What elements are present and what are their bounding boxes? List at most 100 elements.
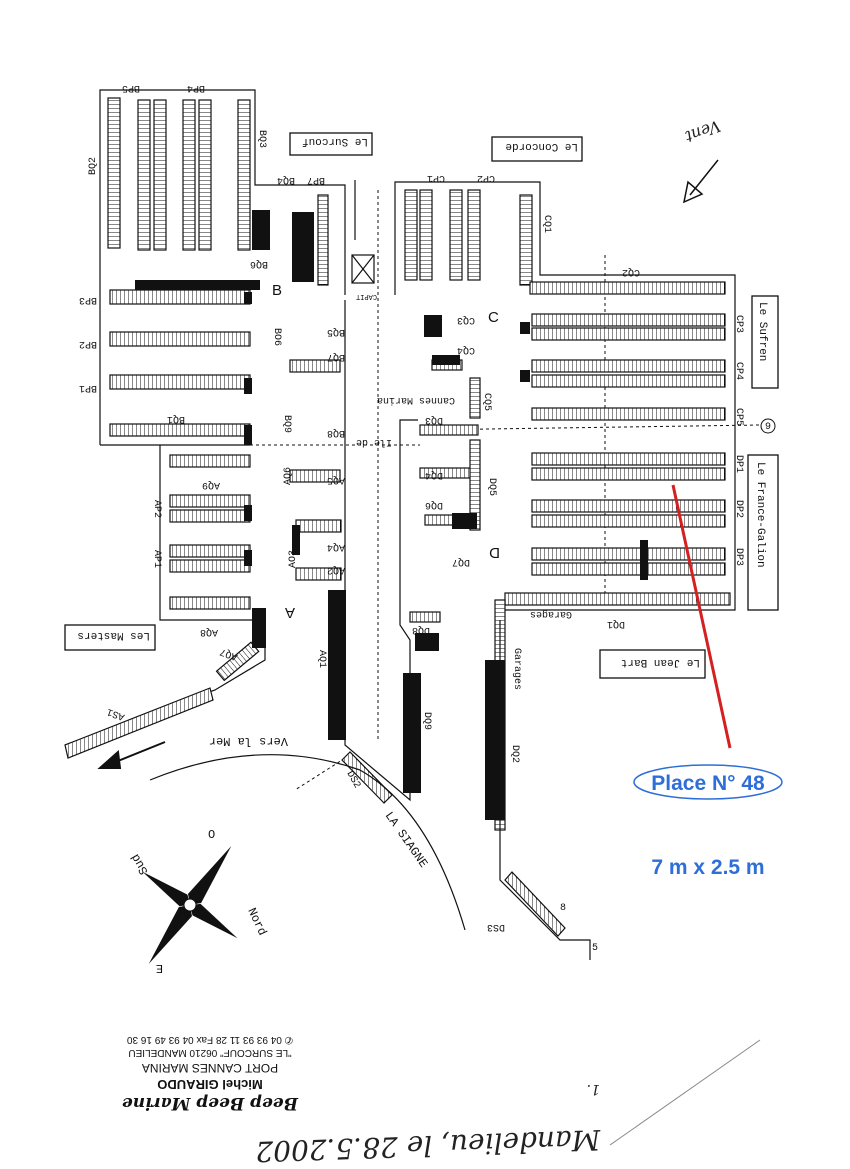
signature-date: Mandelieu, le 28.5.2002: [255, 1123, 602, 1168]
pontoon-label: BQ6: [250, 258, 268, 269]
pontoon-label: AQ1: [316, 650, 327, 668]
stamp-port: PORT CANNES MARINA: [142, 1061, 278, 1075]
cannes-marina-label: Cannes Marina: [377, 394, 455, 406]
pontoon-label: DQ7: [452, 556, 470, 567]
scan-edge-line: [609, 1039, 761, 1146]
pontoon-label: CP4: [733, 362, 744, 380]
zone-letter-a: A: [285, 604, 295, 621]
vent-label: Vent: [682, 116, 723, 146]
compass-south: Sud: [129, 851, 152, 877]
stamp-person: Michel GIRAUDO: [157, 1077, 262, 1092]
pontoon-label: DQ5: [486, 478, 497, 496]
handwritten-mark: 1.: [587, 1081, 600, 1097]
pontoon-label: AQ8: [200, 626, 218, 637]
pontoon-label: DP1: [733, 455, 744, 473]
svg-text:Le Surcouf: Le Surcouf: [302, 135, 368, 147]
place-pointer-line: [671, 484, 732, 749]
compass-north: Nord: [244, 906, 269, 938]
compass-east: E: [156, 961, 163, 975]
pontoon-label: CP1: [427, 172, 445, 183]
riverbank: [149, 754, 466, 931]
pontoon-label: CQ1: [541, 215, 552, 233]
compass-rose: [142, 846, 238, 964]
building-france-galion: Le France-Galion: [747, 454, 779, 611]
zone-a-area: [64, 445, 342, 759]
pontoon-label: AQ5: [327, 474, 345, 485]
pontoon-label: DQ1: [607, 618, 625, 629]
pontoon-label: BQ1: [167, 413, 185, 424]
pontoon-label: CQ3: [457, 314, 475, 325]
pontoon-label: CQ2: [622, 266, 640, 277]
compass-west: O: [208, 828, 215, 842]
building-masters: Les Masters: [64, 624, 156, 651]
num-5-label: 5: [592, 943, 598, 954]
arrows: [97, 159, 719, 769]
pontoon-label: BP1: [79, 382, 97, 393]
building-surcouf: Le Surcouf: [289, 132, 373, 156]
pontoon-label: AP2: [151, 500, 162, 518]
capitainerie: [351, 254, 375, 284]
stamp-address: "LE SURCOUF" 06210 MANDELIEU: [128, 1047, 291, 1058]
pontoon-label: AP1: [151, 550, 162, 568]
stamp-company: Beep Beep Marine: [122, 1093, 299, 1113]
pontoon-label: DQ4: [425, 469, 443, 480]
pontoon-label: BQ5: [327, 326, 345, 337]
zone-a-dark-berths: [244, 505, 346, 740]
zone-c-dark-berths: [424, 315, 530, 382]
pontoon-label: DQ8: [412, 624, 430, 635]
pontoon-label: CQ4: [457, 344, 475, 355]
zone-d-dark-berths: [403, 513, 648, 820]
zone-b-dark-berths: [135, 210, 314, 445]
pontoon-label: BQ9: [281, 415, 292, 433]
pontoon-label: DQ6: [425, 499, 443, 510]
zone-letters: B C A D: [272, 282, 500, 621]
pontoon-label: BP7: [307, 174, 325, 185]
garages-label: Garages: [511, 648, 522, 690]
place-size: 7 m x 2.5 m: [651, 856, 764, 879]
zone-b-area: [99, 89, 346, 446]
la-siagne-label: LA SIAGNE: [382, 809, 431, 870]
pontoon-label: AQ4: [327, 541, 345, 552]
zone-c-area: [394, 181, 736, 611]
pontoon-label: AS1: [106, 705, 127, 721]
pontoon-label: DQ2: [509, 745, 520, 763]
svg-text:Le Concorde: Le Concorde: [505, 140, 578, 152]
num-9-label: 9: [765, 422, 771, 433]
pontoon-label: BP2: [79, 338, 97, 349]
building-jean-bart: Le Jean Bart: [599, 649, 706, 679]
zone-letter-d: D: [489, 544, 500, 561]
pontoon-label: AQ9: [202, 479, 220, 490]
svg-text:Les Masters: Les Masters: [77, 629, 150, 641]
pontoon-label: BQ4: [277, 174, 295, 185]
pontoon-label: AQ2: [327, 564, 345, 575]
stamp-phone: ✆ 04 93 93 11 28 Fax 04 93 49 16 30: [127, 1034, 294, 1045]
building-sufren: Le Sufren: [751, 295, 779, 389]
circle-marker: [760, 418, 776, 434]
pontoon-label: AQ7: [219, 645, 240, 661]
pontoon-label: BP3: [79, 294, 97, 305]
ile-de-label: Ile de: [356, 436, 392, 448]
building-concorde: Le Concorde: [491, 136, 583, 162]
channel-walls: [344, 180, 418, 802]
pontoon-label: BP5: [122, 82, 140, 93]
pontoon-label: BO6: [271, 328, 282, 346]
zone-letter-b: B: [272, 282, 282, 299]
capit-label: CAPIT: [356, 292, 377, 300]
svg-text:Le Jean Bart: Le Jean Bart: [621, 656, 700, 668]
place-ellipse: [633, 764, 783, 800]
pontoon-label: DQ3: [425, 414, 443, 425]
pontoon-label: AQ6: [283, 467, 294, 485]
pontoon-label: BQ2: [88, 157, 99, 175]
vers-la-mer-label: Vers la Mer: [209, 734, 288, 748]
pontoon-label: DQ9: [421, 712, 432, 730]
pontoon-label: BP4: [187, 82, 205, 93]
pontoon-label: CP2: [477, 172, 495, 183]
num-8-label: 8: [560, 903, 566, 914]
company-stamp: Beep Beep Marine Michel GIRAUDO PORT CAN…: [122, 1034, 299, 1113]
pontoon-label: AO3: [288, 550, 299, 568]
place-label: Place N° 48: [651, 772, 765, 795]
pontoon-label: BQ8: [327, 427, 345, 438]
pontoon-label: CP3: [733, 315, 744, 333]
pontoon-label: DP3: [733, 548, 744, 566]
